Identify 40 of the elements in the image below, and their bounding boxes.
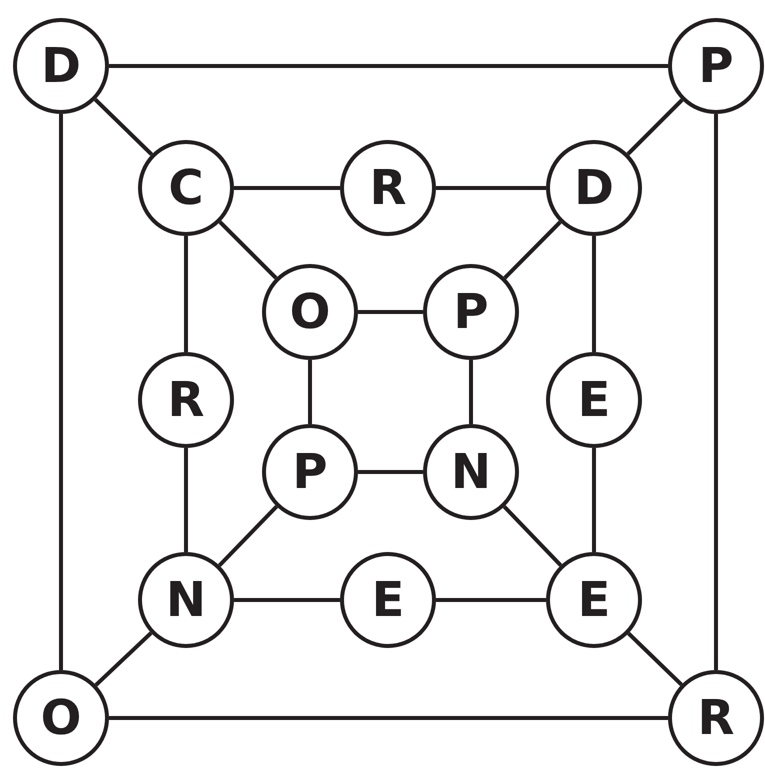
connector-line	[109, 64, 668, 68]
connector-line	[234, 598, 340, 602]
letter: R	[698, 694, 734, 742]
connector-line	[218, 505, 278, 567]
connector-line	[184, 236, 188, 352]
connector-line	[358, 310, 423, 314]
connector-line	[502, 505, 562, 567]
connector-line	[184, 448, 188, 552]
connector-line	[592, 448, 596, 552]
letter: O	[290, 288, 330, 336]
connector-line	[436, 598, 546, 602]
letter: P	[292, 448, 328, 496]
connector-line	[469, 360, 473, 424]
connector-line	[627, 632, 683, 686]
letter: D	[41, 42, 81, 90]
letter: E	[372, 576, 404, 624]
letter: E	[578, 376, 610, 424]
connector-line	[94, 632, 152, 686]
letter: R	[370, 164, 406, 212]
connector-line	[109, 716, 668, 720]
connector-line	[308, 360, 312, 424]
letter: R	[168, 376, 204, 424]
connector-line	[592, 236, 596, 352]
letter: P	[698, 42, 734, 90]
letter: N	[166, 576, 206, 624]
connector-line	[59, 114, 63, 670]
letter: N	[450, 448, 492, 496]
letter: P	[453, 288, 489, 336]
connector-line	[94, 98, 154, 156]
letter: D	[574, 164, 614, 212]
connector-line	[218, 220, 278, 280]
letter: E	[578, 576, 610, 624]
connector-line	[626, 98, 684, 156]
connector-line	[503, 220, 562, 280]
letter: O	[40, 694, 82, 742]
connector-line	[714, 114, 718, 670]
connector-line	[358, 470, 423, 474]
connector-line	[436, 186, 546, 190]
connector-line	[234, 186, 340, 190]
letter: C	[168, 164, 204, 212]
